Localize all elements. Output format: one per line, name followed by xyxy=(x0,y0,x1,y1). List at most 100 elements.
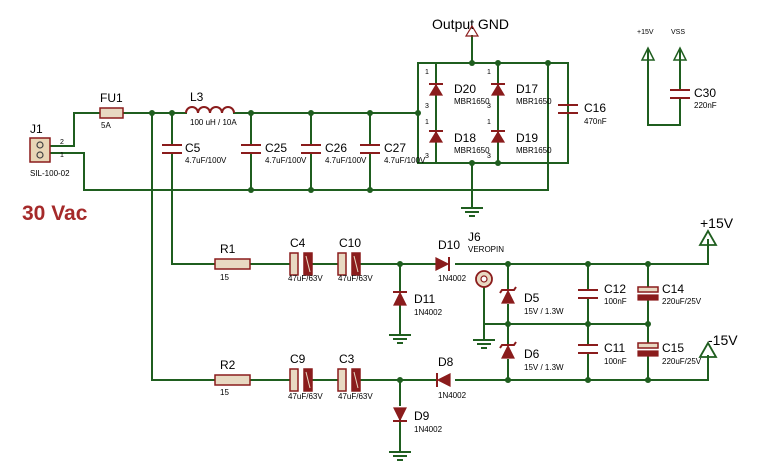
veropin-j6: J6 VEROPIN xyxy=(468,230,504,288)
d11-ref: D11 xyxy=(414,292,435,306)
zener-d5: D5 15V / 1.3W xyxy=(499,286,564,316)
cap-c16: C16 470nF xyxy=(558,101,607,126)
diode-d20: D20 MBR1650 xyxy=(428,82,490,106)
diode-d11: D11 1N4002 xyxy=(393,291,443,317)
c11-value: 100nF xyxy=(604,357,627,366)
diode-d9: D9 1N4002 xyxy=(393,407,443,434)
cap-c26: C26 4.7uF/100V xyxy=(301,141,367,165)
c5-value: 4.7uF/100V xyxy=(185,156,227,165)
fuse-fu1: FU1 5A xyxy=(99,91,124,130)
c14-ref: C14 xyxy=(662,282,684,296)
c30-value: 220nF xyxy=(694,101,717,110)
j1-ref: J1 xyxy=(30,122,43,136)
fu1-ref: FU1 xyxy=(100,91,123,105)
c27-value: 4.7uF/100V xyxy=(384,156,426,165)
d20-value: MBR1650 xyxy=(454,97,490,106)
cap-c14: C14 220uF/25V xyxy=(637,282,702,306)
terminal-vss: VSS xyxy=(671,29,688,61)
bridge-pin-labels: 1 3 1 3 1 3 1 3 xyxy=(425,69,491,160)
ground-symbol xyxy=(389,451,411,461)
d20-ref: D20 xyxy=(454,82,476,96)
cap-c11: C11 100nF xyxy=(578,341,627,366)
supply-voltage-title: 30 Vac xyxy=(22,202,88,225)
diode-d18: D18 MBR1650 xyxy=(428,130,490,155)
c3-ref: C3 xyxy=(339,352,355,366)
c14-value: 220uF/25V xyxy=(662,297,702,306)
connector-j1: J1 2 1 SIL-100-02 xyxy=(29,122,70,178)
cap-c15: C15 220uF/25V xyxy=(637,341,702,366)
c25-value: 4.7uF/100V xyxy=(265,156,307,165)
d19-value: MBR1650 xyxy=(516,146,552,155)
ground-symbol xyxy=(473,339,495,349)
cap-c27: C27 4.7uF/100V xyxy=(360,141,426,165)
d5-ref: D5 xyxy=(524,291,540,305)
d11-value: 1N4002 xyxy=(414,308,443,317)
d19-ref: D19 xyxy=(516,131,538,145)
l3-value: 100 uH / 10A xyxy=(190,118,237,127)
c9-ref: C9 xyxy=(290,352,306,366)
c16-value: 470nF xyxy=(584,117,607,126)
d10-value: 1N4002 xyxy=(438,274,467,283)
pin-label: 3 xyxy=(487,153,491,160)
d17-ref: D17 xyxy=(516,82,538,96)
r1-value: 15 xyxy=(220,273,229,282)
c26-ref: C26 xyxy=(325,141,347,155)
pin-label: 3 xyxy=(487,103,491,110)
c3-value: 47uF/63V xyxy=(338,392,373,401)
d17-value: MBR1650 xyxy=(516,97,552,106)
c26-value: 4.7uF/100V xyxy=(325,156,367,165)
cap-c9: C9 47uF/63V xyxy=(288,352,323,401)
p15-small-label: +15V xyxy=(637,29,654,36)
terminal-p15: +15V xyxy=(698,215,734,246)
fu1-value: 5A xyxy=(101,121,111,130)
c15-ref: C15 xyxy=(662,341,684,355)
cap-c30: C30 220nF xyxy=(670,86,717,110)
c11-ref: C11 xyxy=(604,341,625,355)
pin-label: 3 xyxy=(425,103,429,110)
ground-symbol xyxy=(461,207,483,217)
pin-label: 1 xyxy=(487,119,491,126)
inductor-l3: L3 100 uH / 10A xyxy=(185,90,237,127)
wires xyxy=(49,35,709,453)
cap-c10: C10 47uF/63V xyxy=(337,236,373,283)
junctions xyxy=(149,60,651,383)
c12-value: 100nF xyxy=(604,297,627,306)
d10-ref: D10 xyxy=(438,238,460,252)
j6-ref: J6 xyxy=(468,230,481,244)
resistor-r2: R2 15 xyxy=(214,358,251,397)
cap-c12: C12 100nF xyxy=(578,282,627,306)
c10-ref: C10 xyxy=(339,236,361,250)
c15-value: 220uF/25V xyxy=(662,357,702,366)
cap-c25: C25 4.7uF/100V xyxy=(241,141,307,165)
d9-value: 1N4002 xyxy=(414,425,443,434)
ground-symbol xyxy=(389,334,411,344)
cap-c5: C5 4.7uF/100V xyxy=(162,141,227,165)
c12-ref: C12 xyxy=(604,282,626,296)
c9-value: 47uF/63V xyxy=(288,392,323,401)
diode-d8: D8 1N4002 xyxy=(436,355,467,400)
c4-ref: C4 xyxy=(290,236,306,250)
r2-ref: R2 xyxy=(220,358,236,372)
cap-c4: C4 47uF/63V xyxy=(288,236,323,283)
diode-d19: D19 MBR1650 xyxy=(490,130,552,155)
p15-label: +15V xyxy=(700,215,734,231)
d9-ref: D9 xyxy=(414,409,430,423)
terminal-n15: -15V xyxy=(698,332,738,358)
c4-value: 47uF/63V xyxy=(288,274,323,283)
pin-label: 1 xyxy=(425,119,429,126)
j1-pin1: 1 xyxy=(60,152,64,159)
c16-ref: C16 xyxy=(584,101,606,115)
diode-d10: D10 1N4002 xyxy=(435,238,467,283)
l3-ref: L3 xyxy=(190,90,204,104)
c30-ref: C30 xyxy=(694,86,716,100)
resistor-r1: R1 15 xyxy=(214,242,251,282)
output-gnd-label: Output GND xyxy=(432,16,509,32)
d8-ref: D8 xyxy=(438,355,454,369)
c10-value: 47uF/63V xyxy=(338,274,373,283)
r1-ref: R1 xyxy=(220,242,236,256)
d6-ref: D6 xyxy=(524,347,540,361)
c25-ref: C25 xyxy=(265,141,287,155)
pin-label: 1 xyxy=(487,69,491,76)
d6-value: 15V / 1.3W xyxy=(524,363,564,372)
